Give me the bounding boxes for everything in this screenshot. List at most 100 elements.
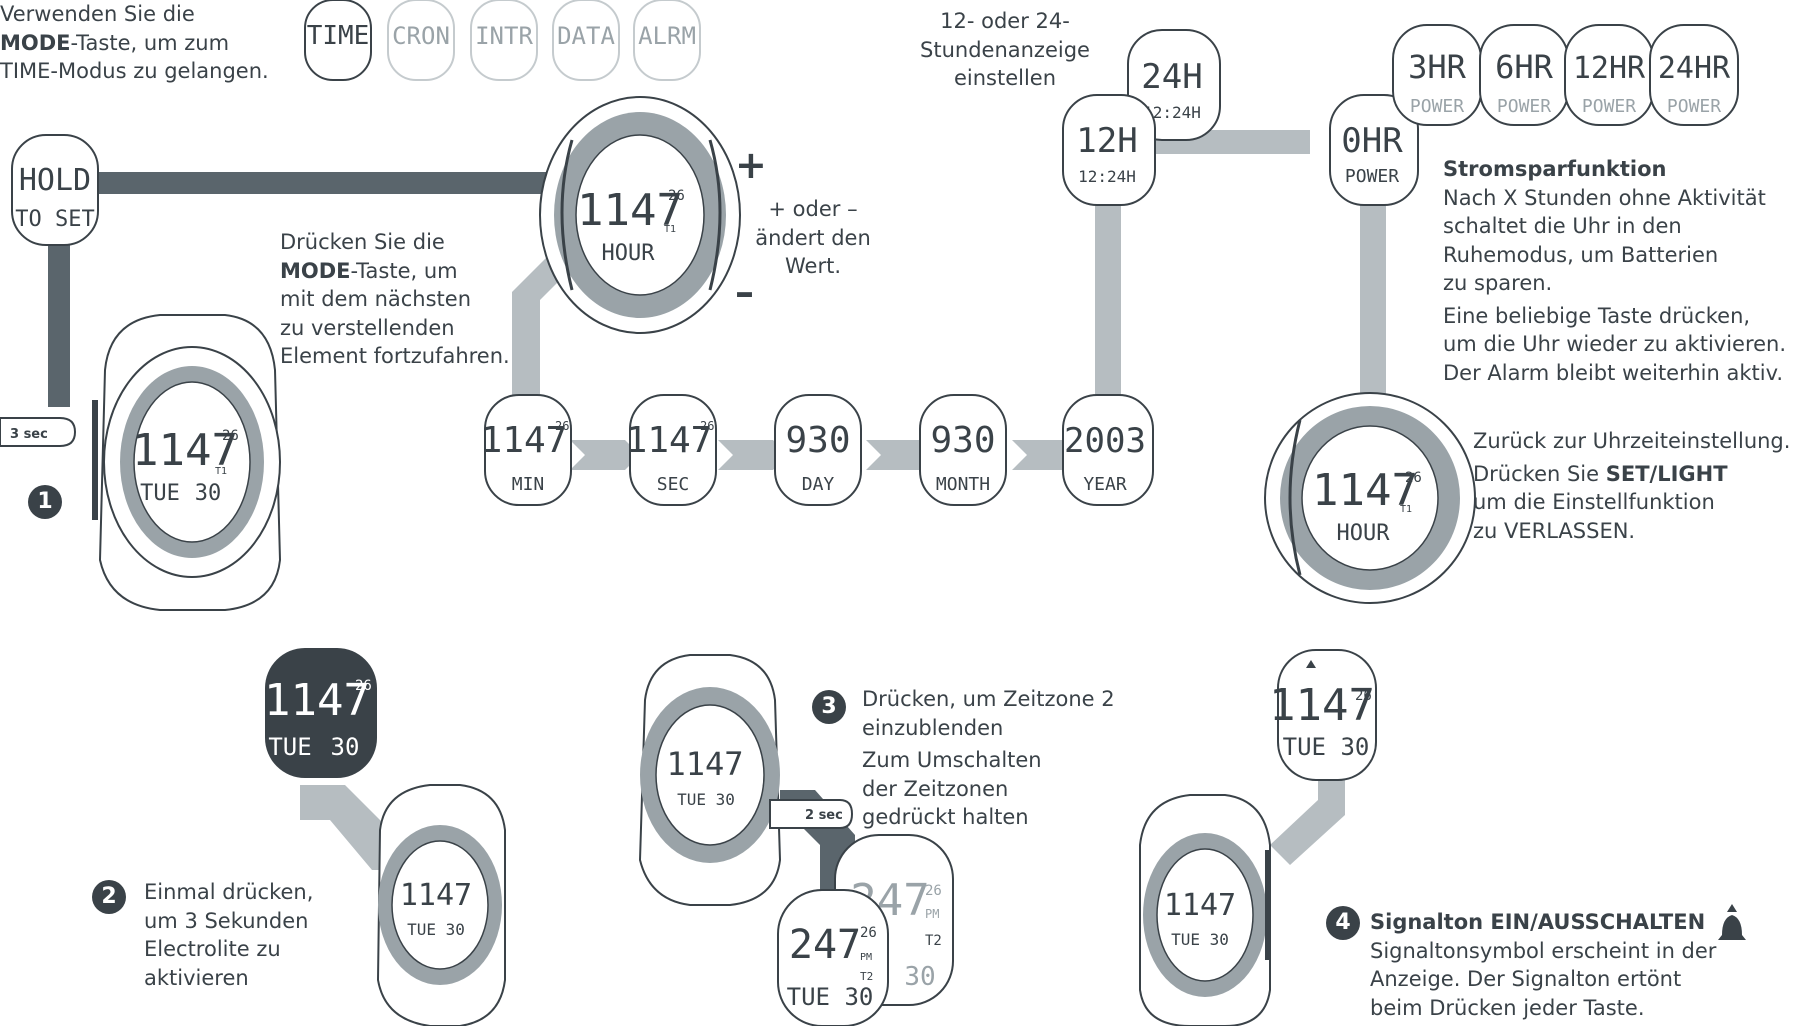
display-tz2: 247 26 PM T2 TUE 30 — [777, 889, 889, 1026]
power-display-0hr: 0HR POWER — [1329, 94, 1419, 206]
step4-text: Signalton EIN/AUSSCHALTEN Signaltonsymbo… — [1370, 910, 1717, 1020]
hour-format-title: 12- oder 24- Stundenanzeige einstellen — [920, 9, 1090, 90]
power-display-24hr: 24HR POWER — [1649, 24, 1739, 126]
svg-text:0HR: 0HR — [1341, 121, 1403, 161]
mode-pill-intr — [470, 0, 538, 81]
svg-text:12H: 12H — [1076, 121, 1137, 161]
step3-text: Drücken, um Zeitzone 2 einzublenden Zum … — [862, 687, 1115, 829]
svg-text:24HR: 24HR — [1658, 51, 1731, 86]
power-display-12hr: 12HR POWER — [1564, 24, 1654, 126]
step-display-sec: 1147 26 SEC — [626, 394, 717, 506]
svg-text:1147: 1147 — [400, 878, 472, 913]
svg-text:T1: T1 — [1400, 504, 1412, 515]
svg-text:1147: 1147 — [1312, 465, 1418, 516]
mode-pills: TIME CRON INTR DATA ALRM — [304, 0, 701, 81]
svg-text:1147: 1147 — [481, 420, 568, 461]
svg-text:HOUR: HOUR — [1337, 521, 1391, 546]
svg-text:HOLD: HOLD — [19, 163, 91, 198]
watch-step1: 1147 26 T1 TUE 30 — [92, 314, 282, 611]
step-display-day: 930 DAY — [774, 394, 862, 506]
svg-text:T2: T2 — [925, 933, 942, 949]
watch-step3: 1147 TUE 30 — [638, 654, 782, 906]
mode-label-time: TIME — [307, 21, 370, 51]
svg-text:TUE 30: TUE 30 — [407, 920, 465, 939]
svg-text:3 sec: 3 sec — [10, 427, 48, 442]
svg-text:26: 26 — [222, 428, 239, 444]
svg-text:26: 26 — [355, 678, 372, 694]
plusminus-text: + oder – ändert den Wert. — [755, 197, 871, 278]
svg-text:30: 30 — [195, 481, 222, 506]
svg-text:247: 247 — [789, 922, 861, 968]
step-display-year: 2003 YEAR — [1062, 394, 1154, 506]
connector-year-to-12h — [1095, 190, 1121, 400]
svg-text:TUE 30: TUE 30 — [1171, 930, 1229, 949]
svg-text:T1: T1 — [664, 224, 676, 235]
watch-step4: 1147 TUE 30 — [1139, 794, 1271, 1026]
mode-label-cron: CRON — [392, 22, 450, 50]
svg-text:1147: 1147 — [1269, 680, 1375, 731]
watch-exit: 1147 26 T1 HOUR — [1264, 392, 1476, 604]
mode-label-intr: INTR — [475, 22, 533, 50]
svg-text:26: 26 — [668, 188, 685, 204]
svg-text:26: 26 — [1355, 688, 1372, 704]
exit-text: Zurück zur Uhrzeiteinstellung. Drücken S… — [1473, 429, 1791, 543]
svg-text:T1: T1 — [215, 466, 227, 477]
connector-step2 — [300, 785, 400, 870]
svg-text:HOUR: HOUR — [602, 241, 656, 266]
svg-text:26: 26 — [1405, 470, 1422, 486]
hold-to-set-display: HOLD TO SET — [11, 134, 99, 246]
svg-text:1147: 1147 — [626, 420, 713, 461]
svg-text:12:24H: 12:24H — [1078, 167, 1136, 186]
display-backlit: 1147 26 TUE 30 — [264, 648, 377, 778]
svg-text:TUE 30: TUE 30 — [677, 790, 735, 809]
svg-text:30: 30 — [904, 962, 935, 992]
connector-hour-to-min — [512, 232, 590, 420]
svg-text:TUE: TUE — [268, 733, 311, 761]
svg-text:930: 930 — [785, 420, 850, 461]
connector-step4 — [1270, 760, 1345, 865]
svg-text:3HR: 3HR — [1408, 48, 1467, 86]
step-display-month: 930 MONTH — [919, 394, 1007, 506]
svg-text:POWER: POWER — [1582, 96, 1636, 117]
step-display-min: 1147 26 MIN — [481, 394, 572, 506]
svg-text:26: 26 — [925, 883, 942, 899]
step-badge-3: 3 — [812, 690, 846, 724]
svg-text:1147: 1147 — [132, 425, 238, 476]
mode-pill-alrm — [633, 0, 701, 81]
power-display-6hr: 6HR POWER — [1479, 24, 1569, 126]
svg-text:POWER: POWER — [1497, 96, 1551, 117]
svg-text:12HR: 12HR — [1573, 51, 1646, 86]
display-signal: 1147 26 TUE 30 — [1269, 649, 1377, 781]
step-badge-4: 4 — [1326, 906, 1360, 940]
watch-step2: 1147 TUE 30 — [376, 784, 506, 1026]
watch-hour-setting: 1147 26 T1 HOUR — [539, 96, 741, 334]
svg-text:T2: T2 — [860, 970, 873, 983]
mode-label-data: DATA — [557, 22, 615, 50]
minus-sign: – — [735, 270, 754, 314]
svg-text:TO SET: TO SET — [15, 207, 94, 232]
power-display-3hr: 3HR POWER — [1392, 24, 1482, 126]
mode-next-text: Drücken Sie die MODE-Taste, um mit dem n… — [280, 230, 510, 368]
mode-pill-cron — [387, 0, 455, 81]
svg-text:1147: 1147 — [1164, 888, 1236, 923]
finger-press-3sec: 3 sec — [0, 417, 77, 447]
mode-label-alrm: ALRM — [638, 22, 696, 50]
svg-text:DAY: DAY — [802, 474, 835, 495]
display-12h: 12H 12:24H — [1062, 94, 1156, 206]
svg-text:26: 26 — [555, 419, 569, 433]
svg-text:1147: 1147 — [577, 185, 683, 236]
svg-text:26: 26 — [700, 419, 714, 433]
step-badge-1: 1 — [28, 485, 62, 519]
connector-hold-to-hour — [95, 172, 575, 194]
bell-icon — [1718, 904, 1746, 940]
svg-text:1147: 1147 — [264, 675, 370, 726]
svg-text:YEAR: YEAR — [1083, 474, 1127, 495]
connector-power-to-exit — [1360, 205, 1386, 395]
mode-pill-time — [304, 0, 372, 81]
svg-text:POWER: POWER — [1345, 166, 1399, 187]
power-description: Stromsparfunktion Nach X Stunden ohne Ak… — [1443, 157, 1787, 385]
step-badge-2: 2 — [92, 880, 126, 914]
svg-text:2 sec: 2 sec — [805, 808, 843, 823]
svg-text:30: 30 — [331, 733, 360, 761]
